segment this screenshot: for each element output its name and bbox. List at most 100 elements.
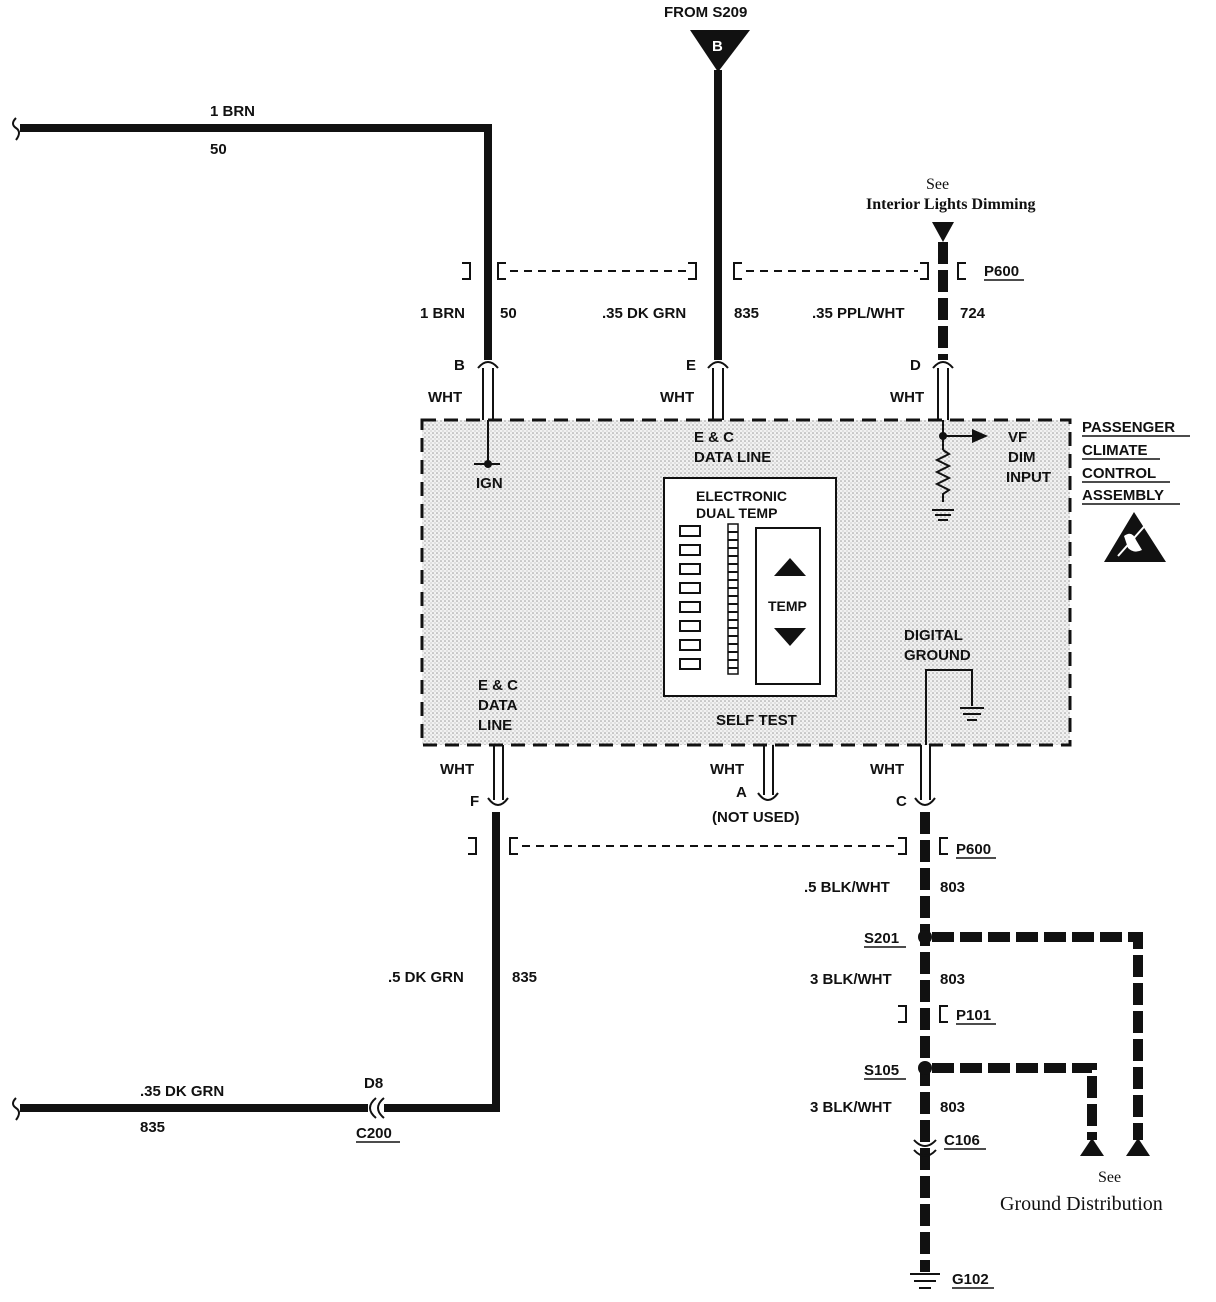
pin-a-note: (NOT USED) [712, 809, 800, 826]
s201-label: S201 [864, 930, 899, 947]
pin-a-letter: A [736, 784, 747, 801]
splice-b-triangle [690, 30, 750, 72]
module-name-4: ASSEMBLY [1082, 487, 1164, 504]
seg1-gauge: .5 BLK/WHT [804, 879, 890, 896]
splice-b-letter: B [712, 38, 723, 55]
pin-e-letter: E [686, 357, 696, 374]
temp-label: TEMP [768, 598, 807, 614]
s105-branch [932, 1063, 1097, 1140]
ground-distribution-arrow-2 [1126, 1138, 1150, 1156]
p600-bottom-label: P600 [956, 841, 991, 858]
seg2-circuit: 803 [940, 971, 965, 988]
ground-distribution-arrow-1 [1080, 1138, 1104, 1156]
module-ground-icon-top [932, 509, 954, 521]
display-title-2: DUAL TEMP [696, 505, 777, 521]
pin-d8-label: D8 [364, 1075, 383, 1092]
s105-label: S105 [864, 1062, 899, 1079]
connector-p600-bottom [468, 837, 948, 855]
module-name-2: CLIMATE [1082, 442, 1148, 459]
see-interior-label: See [926, 176, 949, 193]
pin-b-circuit: 50 [500, 305, 517, 322]
seg1-circuit: 803 [940, 879, 965, 896]
pin-f-term-color: WHT [440, 761, 474, 778]
splice-s105 [918, 1061, 932, 1075]
connector-p101 [898, 1005, 948, 1023]
connector-c200-icon [369, 1097, 385, 1119]
module-name-1: PASSENGER [1082, 419, 1175, 436]
terminal-d [932, 361, 954, 420]
s201-branch [932, 932, 1143, 1140]
connector-p600-top [462, 262, 966, 280]
p101-label: P101 [956, 1007, 991, 1024]
temp-down-icon[interactable] [774, 628, 806, 646]
pin-e-term-color: WHT [660, 389, 694, 406]
wire-50-circuit: 50 [210, 141, 227, 158]
pin-d-letter: D [910, 357, 921, 374]
pin-c-term-color: WHT [870, 761, 904, 778]
wire-bl-circuit: 835 [140, 1119, 165, 1136]
seg3-circuit: 803 [940, 1099, 965, 1116]
pin-c-letter: C [896, 793, 907, 810]
wire-50 [20, 124, 492, 360]
data-line-bottom-1: E & C [478, 677, 518, 694]
data-line-top-1: E & C [694, 429, 734, 446]
pin-b-gauge: 1 BRN [420, 305, 465, 322]
data-line-bottom-3: LINE [478, 717, 512, 734]
wire-f-circuit: 835 [512, 969, 537, 986]
from-s209-label: FROM S209 [664, 4, 747, 21]
wire-50-gauge: 1 BRN [210, 103, 255, 120]
pin-b-term-color: WHT [428, 389, 462, 406]
c106-label: C106 [944, 1132, 980, 1149]
temp-display-bars [679, 523, 739, 675]
see-interior-target: Interior Lights Dimming [866, 196, 1035, 213]
ign-label: IGN [476, 475, 503, 492]
seg3-gauge: 3 BLK/WHT [810, 1099, 892, 1116]
digital-ground-icon [960, 707, 984, 721]
pin-e-circuit: 835 [734, 305, 759, 322]
data-line-top-2: DATA LINE [694, 449, 771, 466]
see-ground-label: See [1098, 1169, 1121, 1186]
vf-dim-arrow-icon [972, 429, 988, 443]
pin-d-gauge: .35 PPL/WHT [812, 305, 905, 322]
seg2-gauge: 3 BLK/WHT [810, 971, 892, 988]
splice-s201 [918, 930, 932, 944]
terminal-c [914, 745, 936, 806]
pin-d-circuit: 724 [960, 305, 986, 322]
temp-up-icon[interactable] [774, 558, 806, 576]
self-test-label: SELF TEST [716, 712, 797, 729]
display-title-1: ELECTRONIC [696, 488, 787, 504]
dim-label: DIM [1008, 449, 1036, 466]
wire-835-break-symbol [12, 1097, 20, 1121]
c200-label: C200 [356, 1125, 392, 1142]
terminal-e [707, 361, 729, 420]
interior-lights-arrow [932, 222, 954, 242]
input-label: INPUT [1006, 469, 1051, 486]
terminal-f [487, 745, 509, 806]
digital-ground-wire [925, 669, 973, 745]
data-line-bottom-2: DATA [478, 697, 518, 714]
pin-d-term-color: WHT [890, 389, 924, 406]
pin-f-letter: F [470, 793, 479, 810]
connector-c106-icon [913, 1139, 937, 1157]
resistor-icon [934, 449, 952, 502]
ground-g102-icon [910, 1273, 940, 1289]
digital-label: DIGITAL [904, 627, 963, 644]
pin-e-gauge: .35 DK GRN [602, 305, 686, 322]
module-name-3: CONTROL [1082, 465, 1156, 482]
temp-button-panel[interactable] [755, 527, 821, 685]
ground-label: GROUND [904, 647, 971, 664]
pin-a-term-color: WHT [710, 761, 744, 778]
wire-bl-gauge: .35 DK GRN [140, 1083, 224, 1100]
p600-top-label: P600 [984, 263, 1019, 280]
pin-b-letter: B [454, 357, 465, 374]
wire-835-bottom [384, 812, 500, 1112]
vf-label: VF [1008, 429, 1027, 446]
wire-f-gauge: .5 DK GRN [388, 969, 464, 986]
terminal-a [757, 745, 779, 801]
esd-warning-icon [1104, 512, 1166, 562]
wire-50-break-symbol [12, 117, 20, 141]
g102-label: G102 [952, 1271, 989, 1288]
see-ground-target: Ground Distribution [1000, 1193, 1163, 1215]
terminal-b [477, 361, 499, 420]
